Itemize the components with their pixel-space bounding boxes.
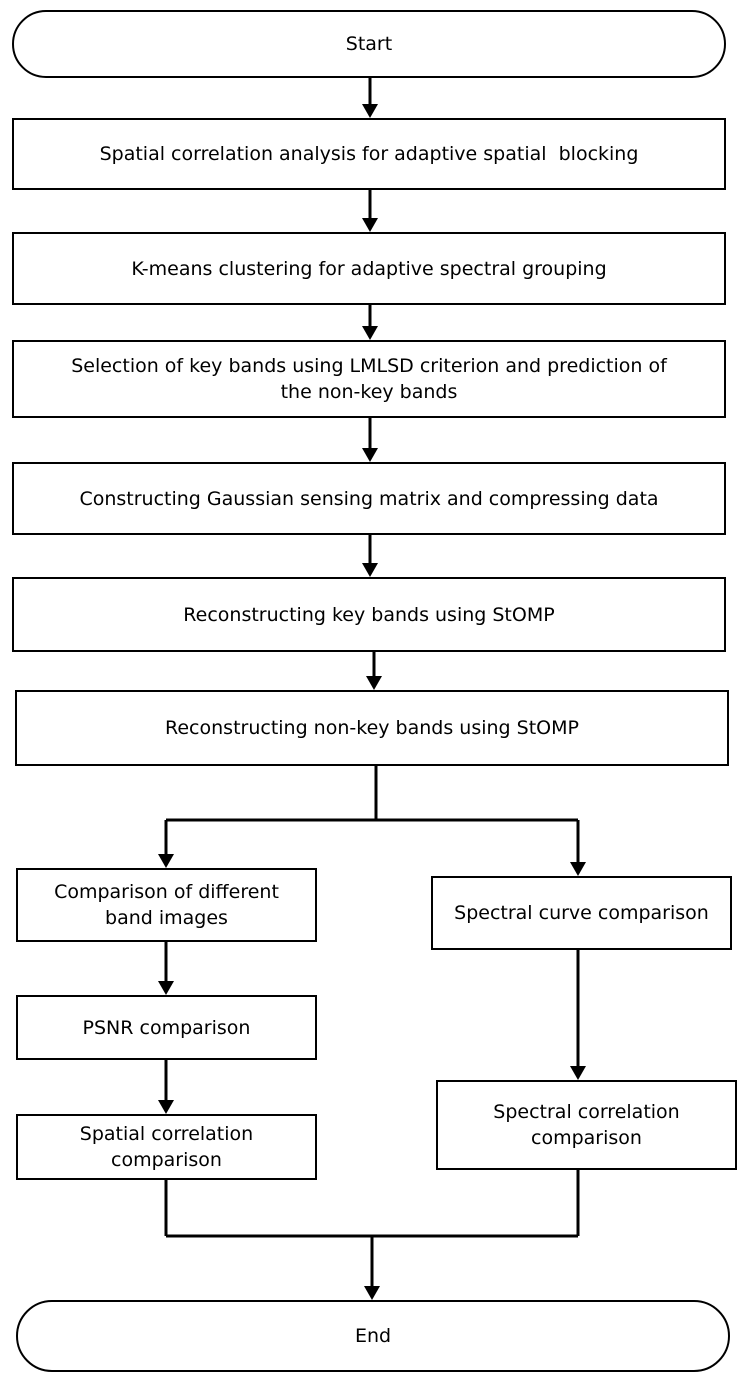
start-terminal: Start (12, 10, 726, 78)
end-terminal: End (16, 1300, 730, 1372)
step-reconstruct-non-key-bands-label: Reconstructing non-key bands using StOMP (165, 717, 579, 739)
step-reconstruct-key-bands-label: Reconstructing key bands using StOMP (183, 603, 555, 626)
step-key-band-selection-line2: the non-key bands (280, 381, 458, 403)
step-compare-band-images-line1: Comparison of different (54, 881, 279, 903)
step-reconstruct-key-bands: Reconstructing key bands using StOMP (12, 577, 726, 652)
step-key-band-selection-line1: Selection of key bands using LMLSD crite… (71, 355, 667, 377)
arrowhead-right1 (570, 862, 586, 876)
arrowhead-left2 (158, 981, 174, 995)
arrowhead-step4 (362, 448, 378, 462)
arrowhead-left1 (158, 854, 174, 868)
step-spectral-curve-comparison: Spectral curve comparison (431, 876, 732, 950)
arrowhead-step6 (366, 676, 382, 690)
step-key-band-selection: Selection of key bands using LMLSD crite… (12, 340, 726, 418)
end-label: End (354, 1325, 392, 1347)
arrowhead-step1 (362, 104, 378, 118)
step-spectral-correlation-comparison-line1: Spectral correlation (493, 1101, 680, 1123)
step-compare-band-images-line2: band images (105, 907, 228, 929)
start-label: Start (345, 33, 393, 55)
arrowhead-left3 (158, 1100, 174, 1114)
arrowhead-step5 (362, 563, 378, 577)
step-spatial-correlation-label: Spatial correlation analysis for adaptiv… (99, 143, 639, 165)
arrowhead-step3 (362, 326, 378, 340)
step-spectral-correlation-comparison: Spectral correlation comparison (436, 1080, 737, 1170)
step-psnr-comparison-label: PSNR comparison (82, 1016, 251, 1039)
step-psnr-comparison: PSNR comparison (16, 995, 317, 1060)
arrowhead-step2 (362, 218, 378, 232)
step-reconstruct-non-key-bands: Reconstructing non-key bands using StOMP (15, 690, 729, 766)
step-spatial-correlation: Spatial correlation analysis for adaptiv… (12, 118, 726, 190)
step-gaussian-sensing: Constructing Gaussian sensing matrix and… (12, 462, 726, 535)
step-compare-band-images: Comparison of different band images (16, 868, 317, 942)
step-kmeans-clustering-label: K-means clustering for adaptive spectral… (131, 257, 607, 280)
step-spatial-correlation-comparison: Spatial correlation comparison (16, 1114, 317, 1180)
step-spatial-correlation-comparison-line1: Spatial correlation (79, 1123, 254, 1145)
step-kmeans-clustering: K-means clustering for adaptive spectral… (12, 232, 726, 305)
arrowhead-right2 (570, 1066, 586, 1080)
arrowhead-end (364, 1286, 380, 1300)
step-spectral-correlation-comparison-line2: comparison (531, 1127, 642, 1149)
step-spatial-correlation-comparison-line2: comparison (111, 1149, 222, 1171)
step-spectral-curve-comparison-label: Spectral curve comparison (454, 902, 709, 924)
step-gaussian-sensing-label: Constructing Gaussian sensing matrix and… (79, 487, 659, 510)
